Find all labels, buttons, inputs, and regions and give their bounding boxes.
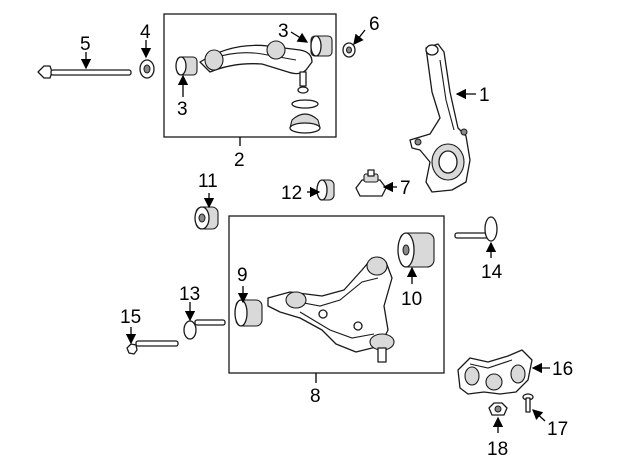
callout-10: 10 [401, 289, 422, 310]
callout-5: 5 [80, 34, 91, 55]
callout-15: 15 [120, 307, 141, 328]
callout-17: 17 [547, 419, 568, 440]
bushing-part-11 [194, 206, 219, 230]
callout-12: 12 [281, 183, 302, 204]
bracket-part-16 [457, 349, 533, 395]
callout-14: 14 [481, 262, 503, 283]
callout-3-upper-right: 3 [278, 21, 289, 42]
upper-arm-group-box [163, 13, 337, 138]
callout-18: 18 [487, 439, 508, 460]
callout-9: 9 [237, 265, 248, 286]
upper-control-arm-assembly [175, 35, 333, 134]
bolt-part-17 [522, 393, 534, 413]
bushing-part-12 [316, 179, 335, 201]
callout-13: 13 [179, 284, 200, 305]
callout-2: 2 [234, 150, 245, 171]
nut-part-4 [139, 59, 155, 79]
bolt-part-15 [126, 340, 179, 355]
lower-arm-group-box [228, 215, 445, 374]
callout-4: 4 [140, 22, 151, 43]
bolt-part-14 [454, 216, 498, 242]
washer-part-6 [342, 42, 356, 58]
callout-6: 6 [369, 14, 380, 35]
ball-joint-part-7 [355, 169, 387, 197]
callout-16: 16 [552, 359, 573, 380]
callout-8: 8 [310, 386, 321, 407]
bolt-part-5 [37, 65, 132, 79]
cam-bolt-part-13 [183, 319, 226, 340]
knuckle-part-1 [409, 43, 471, 193]
callout-3-upper-left: 3 [177, 99, 188, 120]
callout-7: 7 [400, 178, 411, 199]
callout-11: 11 [198, 171, 218, 192]
callout-1: 1 [479, 85, 490, 106]
callout-leaders [80, 29, 550, 433]
nut-part-18 [488, 402, 508, 416]
lower-control-arm-assembly [234, 232, 435, 363]
